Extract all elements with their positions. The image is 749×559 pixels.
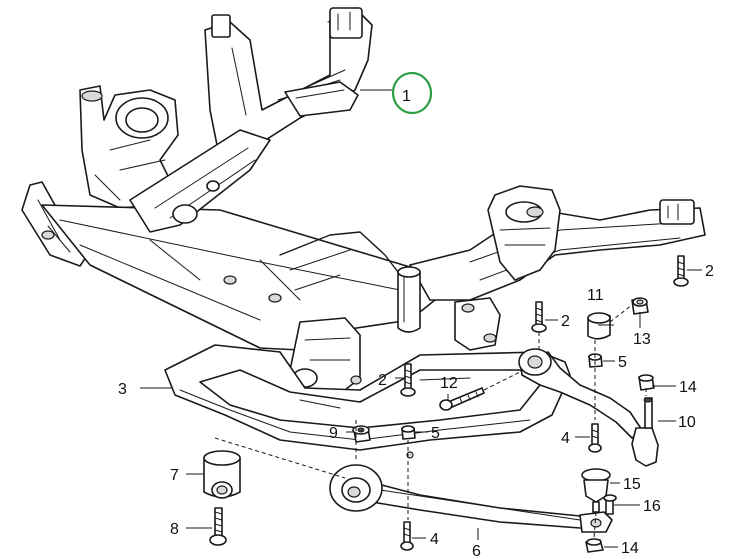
carrier-back-plate [279, 231, 399, 291]
callout-2-right: 2 [561, 313, 570, 330]
bolt-part-4-right[interactable] [588, 423, 602, 453]
callout-4-right: 4 [561, 430, 570, 447]
callout-5-right: 5 [618, 354, 627, 371]
callout-14-lower: 14 [621, 540, 639, 557]
nut-part-5-centre[interactable] [401, 425, 416, 440]
front-axle-carrier-part-1[interactable] [21, 7, 706, 391]
highlight-circle [391, 71, 433, 115]
callout-10: 10 [678, 414, 696, 431]
callout-2-centre: 2 [378, 372, 387, 389]
bushing-part-11[interactable] [587, 312, 611, 340]
callout-8: 8 [170, 521, 179, 538]
bolt-part-2-centre[interactable] [400, 363, 416, 397]
callout-labels: 1 2 2 2 3 4 4 5 5 6 7 8 9 10 11 12 13 14… [118, 88, 714, 559]
bolt-part-8[interactable] [209, 507, 227, 546]
callout-4-lower: 4 [430, 531, 439, 548]
ball-joint-part-15[interactable] [581, 468, 611, 513]
bolt-part-16[interactable] [603, 494, 617, 515]
callout-1: 1 [402, 88, 411, 105]
callout-2-far-right: 2 [705, 263, 714, 280]
callout-9: 9 [329, 425, 338, 442]
bolt-part-12[interactable] [439, 387, 485, 411]
collar-nut-part-13[interactable] [631, 297, 649, 315]
collar-nut-part-9[interactable] [352, 425, 371, 443]
callout-3: 3 [118, 381, 127, 398]
callout-14-upper: 14 [679, 379, 697, 396]
callout-6: 6 [472, 543, 481, 559]
callout-15: 15 [623, 476, 641, 493]
callout-13: 13 [633, 331, 651, 348]
callout-16: 16 [643, 498, 661, 515]
bolt-part-2-far-right[interactable] [673, 255, 689, 287]
nut-part-14-upper[interactable] [638, 374, 655, 391]
leader-lines [140, 89, 702, 548]
reinforcement-plate-part-3[interactable] [164, 344, 571, 459]
bolt-part-4-lower[interactable] [400, 521, 414, 551]
assembly-guide-lines [214, 304, 647, 539]
track-control-arm-part-6[interactable] [329, 464, 613, 533]
tension-strut-part-10[interactable] [518, 348, 659, 467]
callout-5-centre: 5 [431, 425, 440, 442]
bolt-part-2-right[interactable] [531, 301, 547, 333]
callout-12: 12 [440, 375, 458, 392]
rubber-mount-part-7[interactable] [203, 450, 241, 499]
callout-7: 7 [170, 467, 179, 484]
callout-11: 11 [587, 287, 604, 304]
nut-part-14-lower[interactable] [585, 538, 604, 553]
